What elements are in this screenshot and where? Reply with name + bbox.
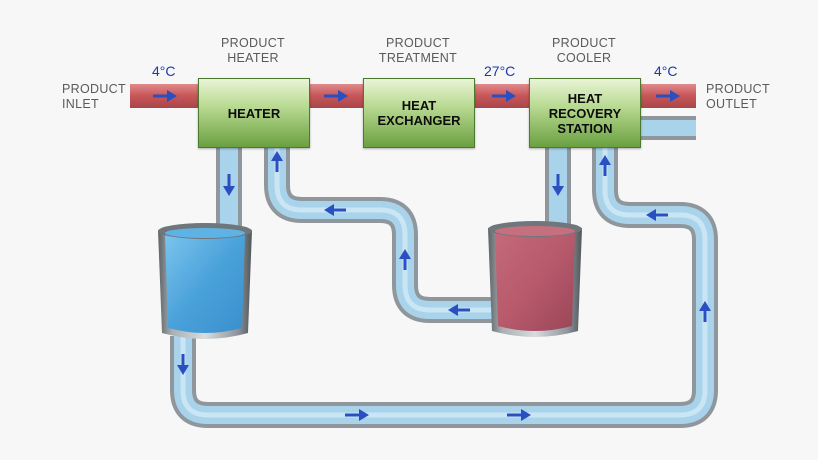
arrow-down — [552, 174, 564, 196]
outlet-line-2: OUTLET — [706, 97, 758, 111]
product-inlet-label: PRODUCT INLET — [62, 82, 126, 112]
arrow-left — [646, 209, 668, 221]
heater-box: HEATER — [198, 78, 310, 148]
inlet-temperature: 4°C — [152, 63, 176, 79]
heat-exchanger-line-2: EXCHANGER — [377, 113, 461, 128]
outlet-return-stub-water — [638, 120, 696, 136]
arrow-down — [223, 174, 235, 196]
heat-exchanger-line-1: HEAT — [401, 98, 437, 113]
arrow-right — [345, 409, 369, 421]
heat-recovery-line-3: STATION — [557, 120, 613, 136]
treatment-title-line-1: PRODUCT — [386, 36, 450, 50]
cold-tank — [158, 223, 252, 339]
outlet-line-1: PRODUCT — [706, 82, 770, 96]
heater-title-line-1: PRODUCT — [221, 36, 285, 50]
hot-tank — [488, 221, 582, 337]
arrow-left — [324, 204, 346, 216]
treatment-temperature: 27°C — [484, 63, 516, 79]
arrow-up — [699, 301, 711, 322]
treatment-title-line-2: TREATMENT — [378, 51, 458, 65]
arrow-up — [599, 155, 611, 176]
heater-title: PRODUCT HEATER — [203, 36, 303, 66]
heat-recovery-line-2: RECOVERY — [548, 105, 622, 121]
heat-recovery-box: HEAT RECOVERY STATION — [529, 78, 641, 148]
water-loops — [170, 116, 718, 428]
treatment-title: PRODUCT TREATMENT — [363, 36, 473, 66]
inlet-line-1: PRODUCT — [62, 82, 126, 96]
cooler-title: PRODUCT COOLER — [534, 36, 634, 66]
cooler-title-line-2: COOLER — [556, 51, 612, 65]
cooler-title-line-1: PRODUCT — [552, 36, 616, 50]
arrow-right — [492, 90, 516, 102]
heater-title-line-2: HEATER — [227, 51, 279, 65]
arrow-up — [399, 249, 411, 270]
water-pipe-metal — [170, 148, 718, 428]
heat-recovery-line-1: HEAT — [567, 90, 603, 106]
arrow-right — [656, 90, 680, 102]
arrow-left — [448, 304, 470, 316]
flow-arrows — [153, 90, 711, 421]
heater-box-text: HEATER — [227, 105, 281, 121]
arrow-right — [507, 409, 531, 421]
water-pipe-inner — [174, 148, 714, 424]
water-pipe-highlight — [180, 148, 708, 418]
arrow-right — [153, 90, 177, 102]
arrow-down — [177, 354, 189, 375]
arrow-right — [324, 90, 348, 102]
heat-exchanger-box: HEAT EXCHANGER — [363, 78, 475, 148]
arrow-up — [271, 151, 283, 172]
outlet-temperature: 4°C — [654, 63, 678, 79]
inlet-line-2: INLET — [62, 97, 99, 111]
product-outlet-label: PRODUCT OUTLET — [706, 82, 770, 112]
